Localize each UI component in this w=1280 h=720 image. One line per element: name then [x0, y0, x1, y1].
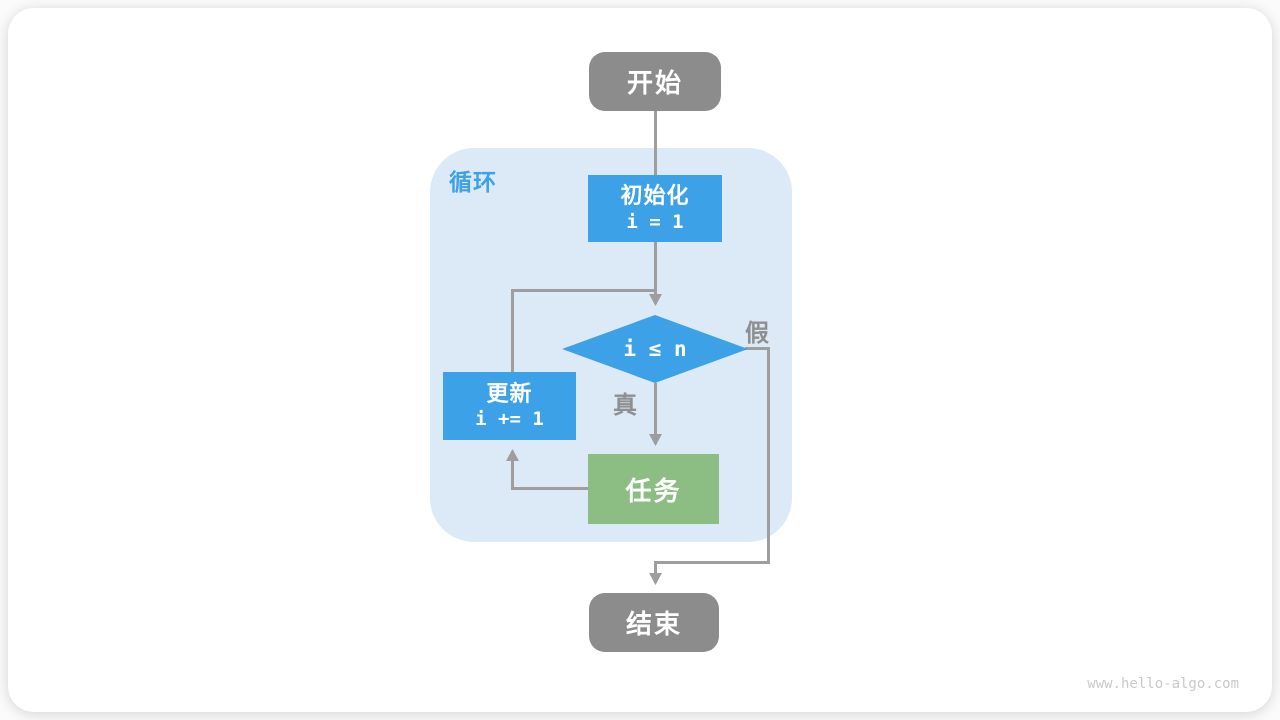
task-node: 任务 — [588, 454, 719, 524]
init-node-code: i = 1 — [626, 210, 684, 233]
watermark-text: www.hello-algo.com — [1087, 676, 1239, 692]
end-node: 结束 — [589, 593, 719, 652]
update-node-title: 更新 — [486, 380, 533, 406]
start-node-label: 开始 — [626, 68, 683, 98]
start-node: 开始 — [589, 52, 721, 111]
init-node-title: 初始化 — [620, 183, 690, 209]
update-node: 更新 i += 1 — [443, 372, 576, 440]
condition-node-code: i ≤ n — [623, 337, 687, 361]
update-node-code: i += 1 — [475, 408, 544, 431]
false-branch-label: 假 — [745, 320, 769, 347]
true-branch-label: 真 — [613, 392, 637, 419]
loop-group-label: 循环 — [449, 169, 497, 195]
end-node-label: 结束 — [625, 609, 682, 639]
task-node-label: 任务 — [625, 475, 682, 506]
init-node: 初始化 i = 1 — [588, 175, 722, 242]
